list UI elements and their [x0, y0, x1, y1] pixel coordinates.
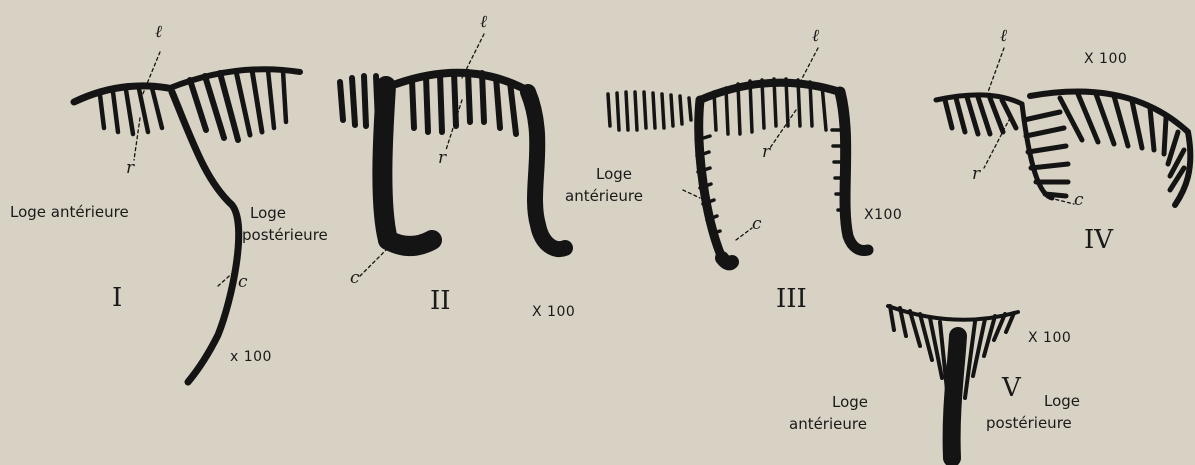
figure-5-drawing	[888, 306, 1018, 458]
fig2-numeral: II	[430, 287, 451, 315]
figure-2-left-limb	[382, 86, 388, 240]
fig1-label-l: ℓ	[155, 24, 162, 41]
fig1-anterior-label: Loge antérieure	[10, 204, 129, 221]
fig3-label-l: ℓ	[812, 28, 819, 45]
fig2-label-l: ℓ	[480, 14, 487, 31]
fig1-magnification: x 100	[230, 349, 272, 366]
fig4-numeral: IV	[1084, 226, 1113, 254]
fig4-label-c: c	[1074, 192, 1084, 209]
fig5-numeral: V	[1002, 374, 1021, 402]
fig1-posterior-label-line2: postérieure	[242, 227, 328, 244]
fig4-label-r: r	[972, 166, 980, 183]
figure-2-foot	[388, 240, 432, 246]
fig2-label-c: c	[350, 270, 360, 287]
fig1-numeral: I	[112, 284, 122, 312]
figure-4-lamellae	[945, 94, 1184, 196]
fig4-label-l: ℓ	[1000, 28, 1007, 45]
figure-1-central-stem	[172, 92, 239, 382]
fig1-label-r: r	[126, 160, 134, 177]
fig1-posterior-label-line1: Loge	[250, 205, 286, 222]
fig2-magnification: X 100	[532, 304, 575, 321]
fig4-magnification: X 100	[1084, 51, 1127, 68]
fig5-posterior-label-line1: Loge	[1044, 393, 1080, 410]
figure-3-drawing	[608, 79, 868, 263]
fig3-label-r: r	[762, 144, 770, 161]
fig2-label-r: r	[438, 150, 446, 167]
fig5-posterior-label-line2: postérieure	[986, 415, 1072, 432]
figure-3-lamellae	[608, 79, 847, 234]
fig1-label-c: c	[238, 274, 248, 291]
figure-2-drawing	[340, 72, 565, 249]
fig3-numeral: III	[776, 285, 807, 313]
fig3-label-c: c	[752, 216, 762, 233]
fig5-anterior-label-line2: antérieure	[789, 416, 867, 433]
fig3-magnification: X100	[864, 207, 902, 224]
fig5-anterior-label-line1: Loge	[832, 394, 868, 411]
figure-2-lamellae	[340, 72, 516, 134]
figure-3-arch	[700, 83, 840, 100]
figure-3-right-limb	[840, 92, 868, 250]
figure-3-left-base	[722, 258, 732, 263]
fig3-anterior-label-line1: Loge	[596, 166, 632, 183]
figure-2-right-limb	[528, 92, 565, 249]
fig5-magnification: X 100	[1028, 330, 1071, 347]
figure-1-lamellae	[100, 70, 286, 140]
figure-4-drawing	[936, 92, 1190, 206]
figure-5-arch	[888, 306, 1018, 320]
fig3-anterior-label-line2: antérieure	[565, 188, 643, 205]
figure-5-stem	[952, 336, 958, 458]
